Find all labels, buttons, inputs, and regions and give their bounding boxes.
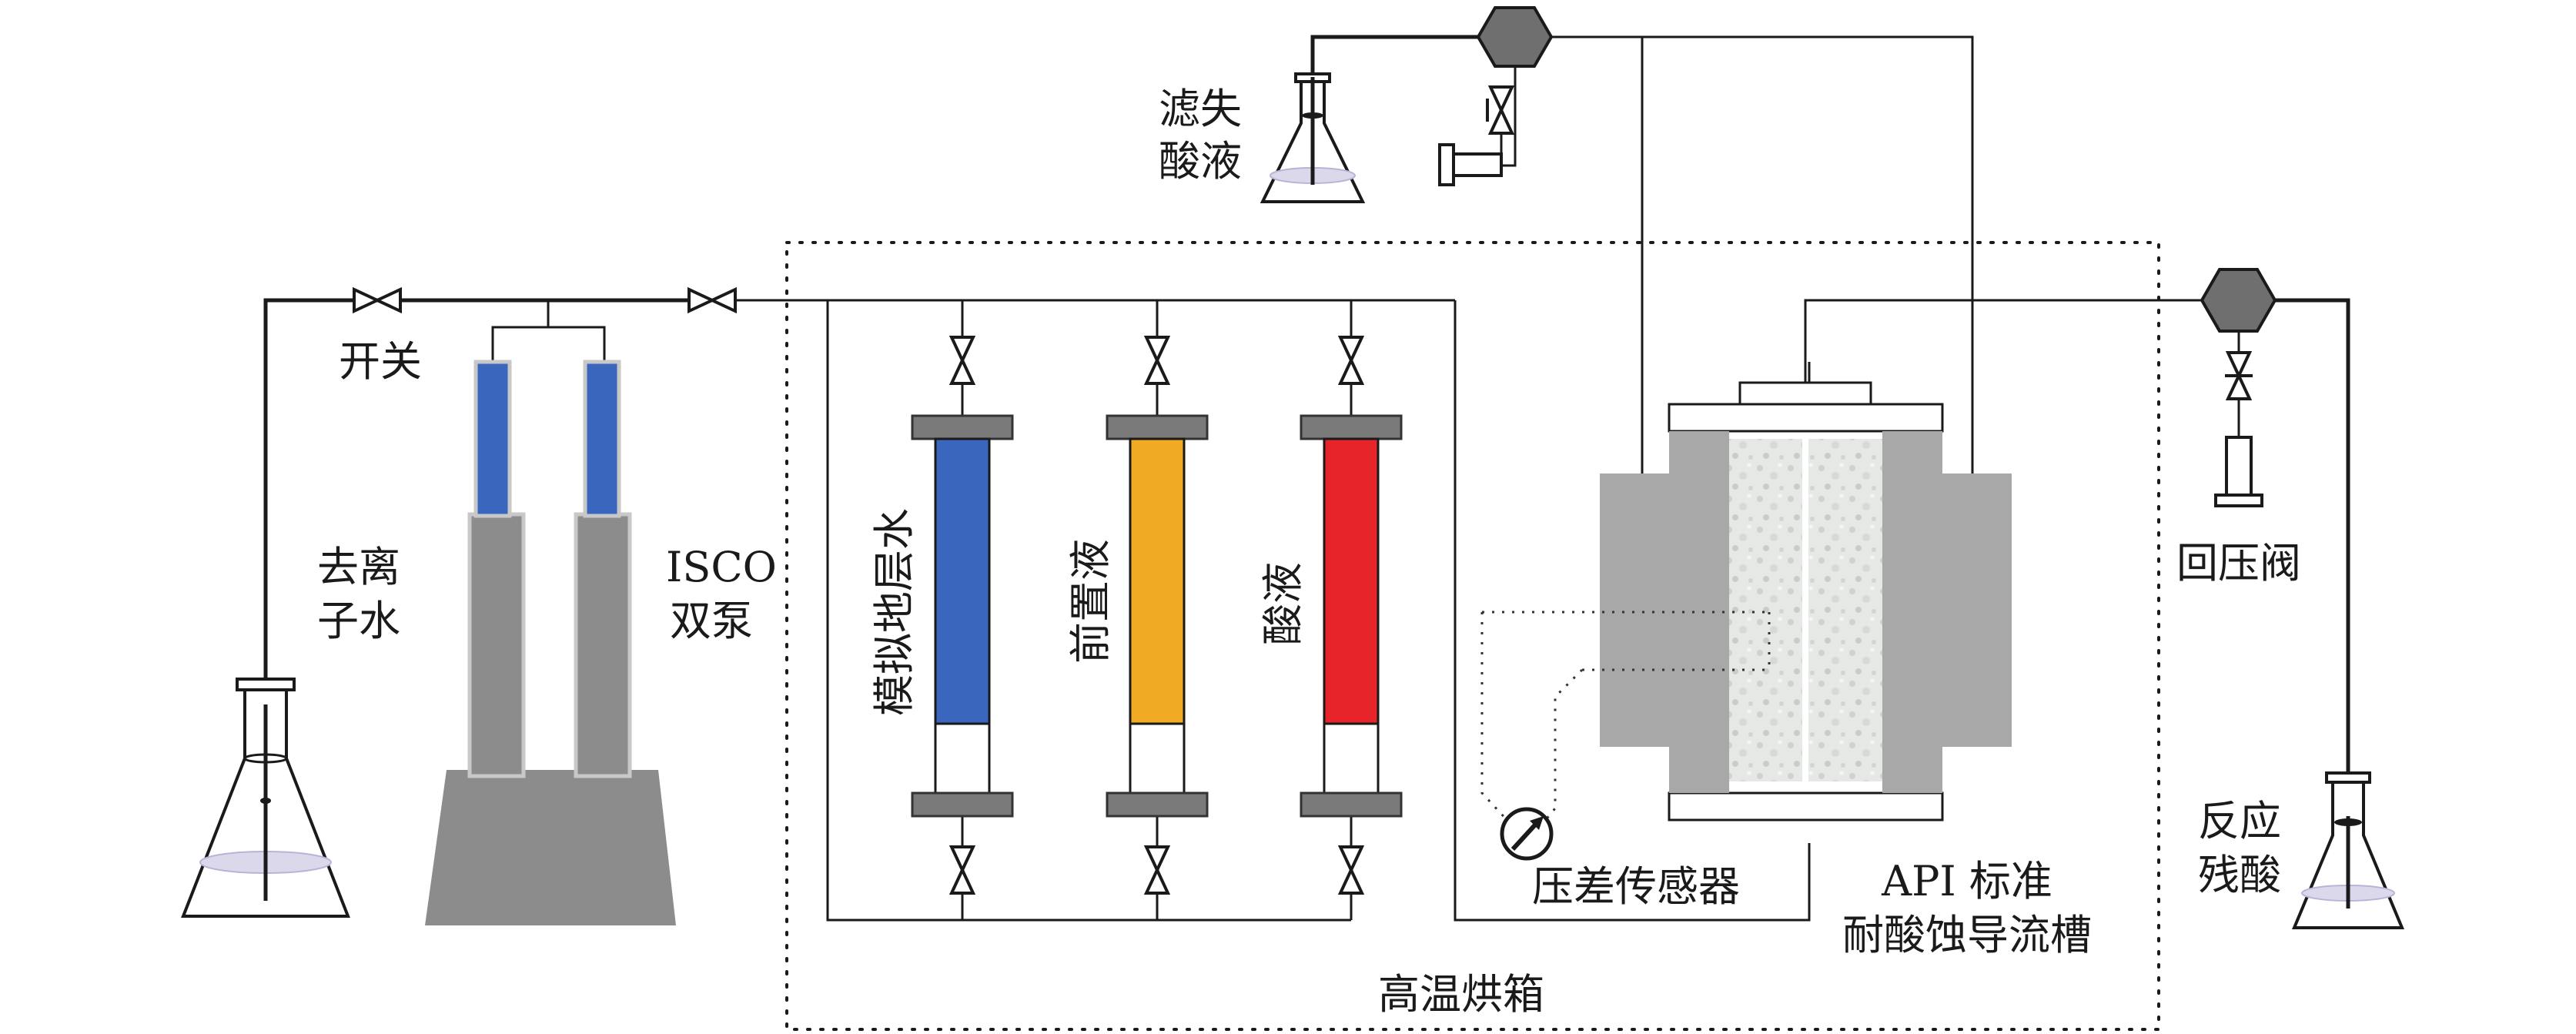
back-pressure-valve [2214, 436, 2263, 507]
pre-fluid-column [1106, 336, 1209, 895]
inlet-valve-icon[interactable] [687, 288, 737, 313]
switch-valve-icon[interactable] [353, 288, 402, 313]
back-pressure-label: 回压阀 [2176, 539, 2301, 587]
differential-sensor-label: 压差传感器 [1532, 862, 1740, 911]
acid-label: 酸液 [1259, 562, 1307, 645]
residual-acid-label-line2: 残酸 [2198, 851, 2281, 899]
di-water-label-line1: 去离 [317, 543, 400, 591]
acid-column [1300, 336, 1403, 895]
filtrate-needle-valve-icon[interactable] [1489, 85, 1514, 135]
filtrate-flask [1260, 72, 1366, 203]
simulated-formation-water-label: 模拟地层水 [870, 508, 918, 716]
filtrate-label-line2: 酸液 [1159, 137, 1242, 186]
api-cell-label-line1: API 标准 [1881, 857, 2052, 905]
isco-label-line2: 双泵 [670, 597, 753, 645]
filtrate-hex-junction-icon [1476, 6, 1554, 68]
back-pressure-hex-junction-icon [2200, 268, 2277, 333]
simulated-formation-water-column [911, 336, 1014, 895]
di-water-label-line2: 子水 [317, 597, 400, 645]
oven-label: 高温烘箱 [1378, 970, 1544, 1019]
high-temperature-oven [785, 241, 2160, 1031]
isco-dual-pump [425, 360, 676, 925]
switch-label: 开关 [339, 337, 422, 386]
api-cell-label-line2: 耐酸蚀导流槽 [1842, 911, 2092, 959]
pre-fluid-label: 前置液 [1066, 539, 1115, 664]
isco-label-line1: ISCO [666, 543, 777, 591]
differential-pressure-sensor [1480, 611, 1771, 824]
api-conductivity-cell [1600, 381, 2012, 822]
filtrate-label-line1: 滤失 [1159, 85, 1242, 133]
filtrate-metering-valve [1438, 135, 1503, 186]
residual-acid-flask [2292, 771, 2404, 929]
di-water-flask [181, 678, 350, 918]
residual-acid-label-line1: 反应 [2198, 797, 2281, 845]
pressure-gauge-icon [1500, 807, 1554, 861]
